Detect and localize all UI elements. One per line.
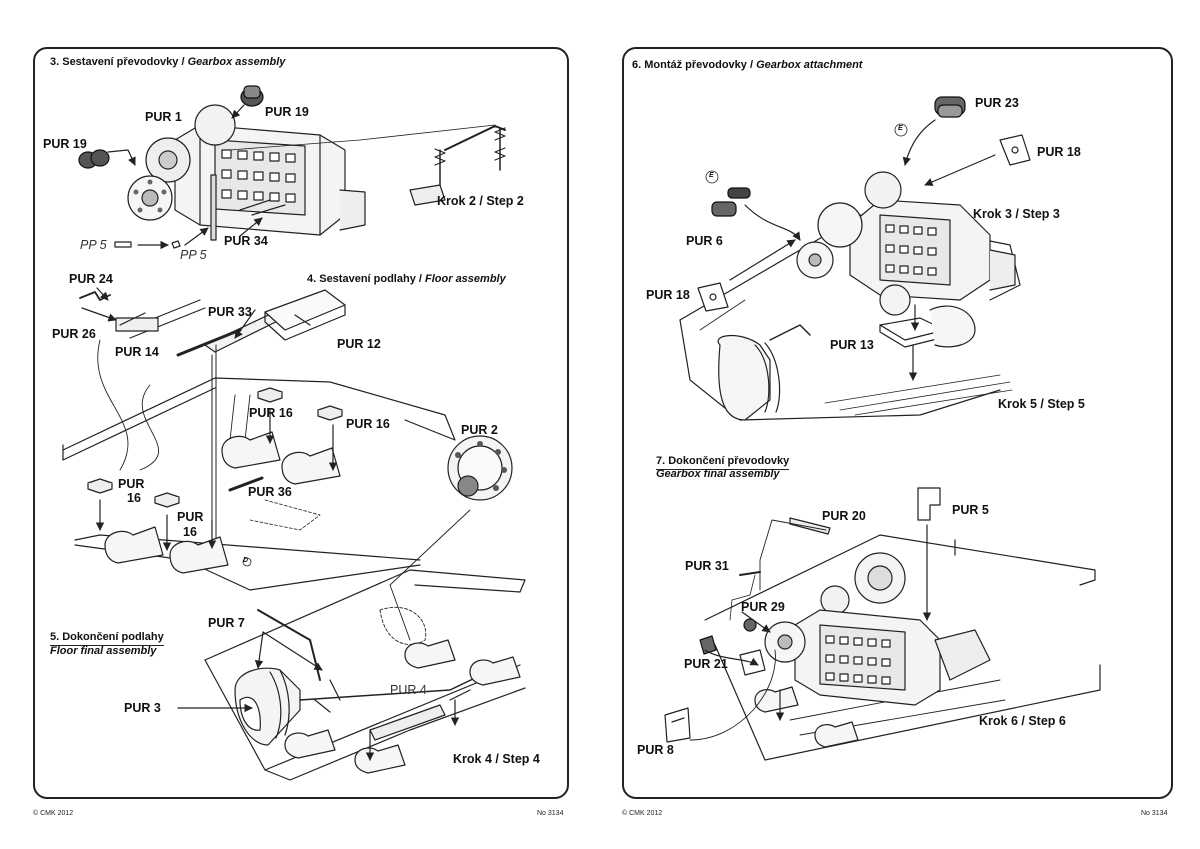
pur23-part — [934, 96, 966, 118]
label-pur3: PUR 3 — [124, 701, 161, 715]
section4-title-en: Floor assembly — [425, 273, 506, 285]
pur19-parts — [78, 85, 264, 169]
section3-title-cz: 3. Sestavení převodovky — [50, 56, 179, 68]
label-pur12: PUR 12 — [337, 337, 381, 351]
footer-copyright-left: © CMK 2012 — [33, 810, 74, 817]
label-pur26: PUR 26 — [52, 327, 96, 341]
label-pur29: PUR 29 — [741, 600, 785, 614]
label-pp5-right: PP 5 — [180, 248, 207, 262]
label-pur31: PUR 31 — [685, 559, 729, 573]
section7-title-cz: 7. Dokončení převodovky — [656, 455, 790, 470]
marker-e-top: E — [898, 125, 903, 132]
label-pur13: PUR 13 — [830, 338, 874, 352]
marker-e-left: E — [709, 172, 714, 179]
section7-title-en: Gearbox final assembly — [656, 468, 780, 480]
label-pur16-d-num: 16 — [183, 525, 197, 539]
pur18-bracket-top — [999, 134, 1031, 166]
section6-title-cz: 6. Montáž převodovky — [632, 59, 747, 71]
label-krok2: Krok 2 / Step 2 — [437, 194, 524, 208]
label-krok6: Krok 6 / Step 6 — [979, 714, 1066, 728]
footer-number-right: No 3134 — [1141, 810, 1168, 817]
label-pur14: PUR 14 — [115, 345, 159, 359]
section3-separator: / — [181, 56, 185, 68]
section5-title-en: Floor final assembly — [50, 645, 157, 657]
label-pur24: PUR 24 — [69, 272, 113, 286]
section4-title-cz: 4. Sestavení podlahy — [307, 273, 416, 285]
label-pur2: PUR 2 — [461, 423, 498, 437]
footer-copyright-right: © CMK 2012 — [622, 810, 663, 817]
pur18-bracket-bottom — [697, 282, 729, 312]
label-pur19-top: PUR 19 — [265, 105, 309, 119]
lever-assembly-step2 — [409, 125, 506, 206]
label-pur7: PUR 7 — [208, 616, 245, 630]
pur16-mounts — [87, 387, 343, 508]
label-pur18-top: PUR 18 — [1037, 145, 1081, 159]
label-pur4: PUR 4 — [390, 683, 427, 697]
pur29-part — [743, 618, 757, 632]
pur2-flywheel — [447, 435, 513, 501]
label-pur8: PUR 8 — [637, 743, 674, 757]
label-krok3: Krok 3 / Step 3 — [973, 207, 1060, 221]
section6-heading: 6. Montáž převodovky / Gearbox attachmen… — [632, 59, 862, 72]
label-krok5: Krok 5 / Step 5 — [998, 397, 1085, 411]
section4-separator: / — [418, 273, 422, 285]
pur5-bracket — [917, 487, 941, 521]
pur6-part — [711, 187, 751, 217]
label-pur33: PUR 33 — [208, 305, 252, 319]
label-pur16-d: PUR — [177, 510, 204, 524]
pur20-part — [789, 517, 831, 535]
pur21-part — [699, 635, 717, 655]
label-pur21: PUR 21 — [684, 657, 728, 671]
pur31-part — [739, 571, 761, 576]
section3-title-en: Gearbox assembly — [187, 56, 286, 68]
label-pur1: PUR 1 — [145, 110, 182, 124]
label-pur5: PUR 5 — [952, 503, 989, 517]
label-pur16-c-num: 16 — [127, 491, 141, 505]
marker-d: D — [243, 557, 249, 564]
floor-final-drawing — [204, 569, 526, 781]
label-pur34: PUR 34 — [224, 234, 268, 248]
label-pur36: PUR 36 — [248, 485, 292, 499]
section4-heading: 4. Sestavení podlahy / Floor assembly — [307, 273, 506, 286]
pur8-bracket — [664, 707, 691, 743]
gearbox-drawing-step6 — [679, 171, 1021, 421]
section5-title-cz: 5. Dokončení podlahy — [50, 631, 164, 646]
footer-number-left: No 3134 — [537, 810, 564, 817]
label-krok4: Krok 4 / Step 4 — [453, 752, 540, 766]
label-pur16-a: PUR 16 — [249, 406, 293, 420]
gearbox-drawing-step7 — [704, 534, 1101, 761]
label-pur16-b: PUR 16 — [346, 417, 390, 431]
label-pur23: PUR 23 — [975, 96, 1019, 110]
label-pur19-left: PUR 19 — [43, 137, 87, 151]
section6-separator: / — [749, 59, 754, 71]
label-pp5-left: PP 5 — [80, 238, 107, 252]
label-pur18-bottom: PUR 18 — [646, 288, 690, 302]
section6-title-en: Gearbox attachment — [756, 59, 863, 71]
label-pur16-c: PUR — [118, 477, 145, 491]
label-pur20: PUR 20 — [822, 509, 866, 523]
section3-heading: 3. Sestavení převodovky / Gearbox assemb… — [50, 56, 285, 69]
label-pur6: PUR 6 — [686, 234, 723, 248]
gearbox-drawing-step3 — [127, 104, 366, 241]
